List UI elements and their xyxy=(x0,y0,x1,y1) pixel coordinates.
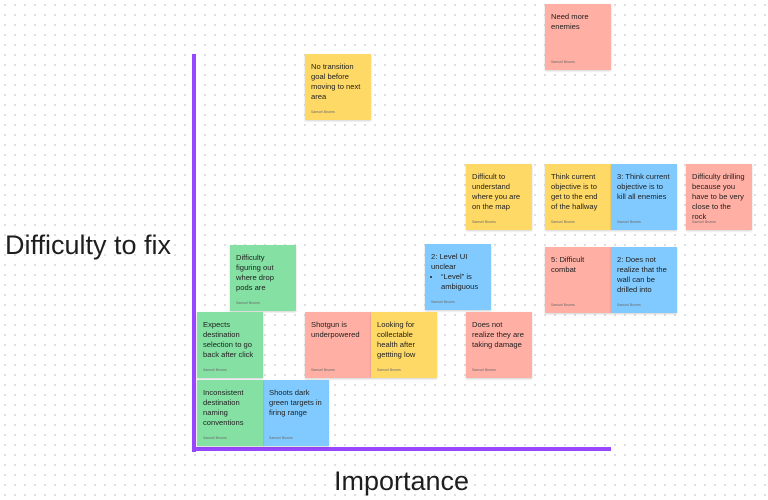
sticky-note-wall-can-be-drilled[interactable]: 2: Does not realize that the wall can be… xyxy=(611,247,677,313)
sticky-note-difficulty-drilling[interactable]: Difficulty drilling because you have to … xyxy=(686,164,752,230)
note-text: Need more enemies xyxy=(551,12,589,31)
sticky-note-shoots-dark-green[interactable]: Shoots dark green targets in firing rang… xyxy=(263,380,329,446)
note-author: Samuel Brunes xyxy=(236,301,260,305)
sticky-note-objective-end-of-hallway[interactable]: Think current objective is to get to the… xyxy=(545,164,611,230)
sticky-note-collectable-health[interactable]: Looking for collectable health after get… xyxy=(371,312,437,378)
sticky-note-objective-kill-enemies[interactable]: 3: Think current objective is to kill al… xyxy=(611,164,677,230)
note-author: Samuel Brunes xyxy=(617,220,641,224)
x-axis-label: Importance xyxy=(334,466,470,496)
sticky-note-level-ui-unclear[interactable]: 2: Level UI unclear“Level” is ambiguousS… xyxy=(425,244,491,310)
note-author: Samuel Brunes xyxy=(551,303,575,307)
note-text: 3: Think current objective is to kill al… xyxy=(617,172,670,201)
note-bullet: “Level” is ambiguous xyxy=(441,272,485,292)
note-author: Samuel Brunes xyxy=(311,110,335,114)
note-author: Samuel Brunes xyxy=(551,60,575,64)
note-author: Samuel Brunes xyxy=(269,436,293,440)
sticky-note-drop-pods[interactable]: Difficulty figuring out where drop pods … xyxy=(230,245,296,311)
note-bullets: “Level” is ambiguous xyxy=(431,272,485,292)
note-author: Samuel Brunes xyxy=(203,368,227,372)
x-axis-line xyxy=(192,447,611,451)
note-author: Samuel Brunes xyxy=(617,303,641,307)
note-author: Samuel Brunes xyxy=(311,368,335,372)
note-author: Samuel Brunes xyxy=(551,220,575,224)
sticky-note-difficult-to-understand-map[interactable]: Difficult to understand where you are on… xyxy=(466,164,532,230)
note-text: Think current objective is to get to the… xyxy=(551,172,598,211)
note-text: Shotgun is underpowered xyxy=(311,320,360,339)
note-text: Expects destination selection to go back… xyxy=(203,320,254,359)
note-text: 2: Level UI unclear xyxy=(431,252,468,271)
sticky-note-no-transition-goal[interactable]: No transition goal before moving to next… xyxy=(305,54,371,120)
note-author: Samuel Brunes xyxy=(377,368,401,372)
note-author: Samuel Brunes xyxy=(472,368,496,372)
sticky-note-inconsistent-naming[interactable]: Inconsistent destination naming conventi… xyxy=(197,380,263,446)
y-axis-line xyxy=(192,54,196,452)
note-author: Samuel Brunes xyxy=(431,300,455,304)
y-axis-label: Difficulty to fix xyxy=(5,230,172,260)
note-text: Difficulty drilling because you have to … xyxy=(692,172,745,221)
note-text: Shoots dark green targets in firing rang… xyxy=(269,388,322,417)
sticky-note-expects-destination[interactable]: Expects destination selection to go back… xyxy=(197,312,263,378)
note-text: No transition goal before moving to next… xyxy=(311,62,361,101)
note-text: Inconsistent destination naming conventi… xyxy=(203,388,244,427)
note-text: Difficulty figuring out where drop pods … xyxy=(236,253,274,292)
note-text: Does not realize they are taking damage xyxy=(472,320,524,349)
note-text: Looking for collectable health after get… xyxy=(377,320,416,359)
note-author: Samuel Brunes xyxy=(472,220,496,224)
note-author: Samuel Brunes xyxy=(692,220,716,224)
note-author: Samuel Brunes xyxy=(203,436,227,440)
note-text: Difficult to understand where you are on… xyxy=(472,172,521,211)
note-text: 2: Does not realize that the wall can be… xyxy=(617,255,667,294)
note-text: 5: Difficult combat xyxy=(551,255,585,274)
